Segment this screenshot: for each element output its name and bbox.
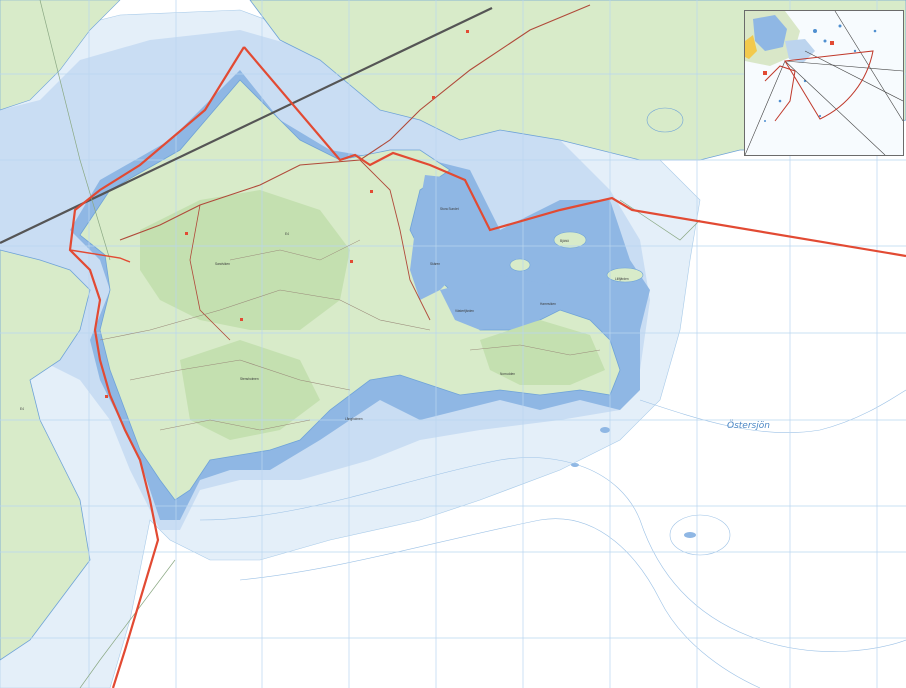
island bbox=[684, 532, 696, 538]
sea-name-label: Östersjön bbox=[727, 420, 770, 431]
road-number-label: E4 bbox=[20, 407, 24, 411]
inset-water bbox=[785, 39, 815, 63]
bay-water bbox=[410, 175, 490, 300]
land-northwest bbox=[0, 0, 121, 111]
overview-inset-map[interactable] bbox=[744, 10, 904, 156]
place-label: Norrudden bbox=[500, 372, 515, 376]
municipal-boundary bbox=[243, 46, 906, 258]
place-label: Långholmen bbox=[345, 417, 363, 421]
inset-map-svg bbox=[744, 10, 904, 156]
depth-contour bbox=[199, 457, 906, 652]
depth-contour bbox=[669, 514, 731, 556]
island bbox=[600, 427, 610, 433]
inset-highlight bbox=[745, 35, 757, 59]
inset-marker bbox=[763, 71, 767, 75]
inset-boundary bbox=[764, 65, 796, 122]
municipal-boundary bbox=[68, 46, 245, 688]
island bbox=[553, 231, 587, 249]
place-label: Björkö bbox=[560, 239, 569, 243]
place-label: Hamnviken bbox=[540, 302, 556, 306]
place-label: Lillfjärden bbox=[615, 277, 629, 281]
place-label: Västerfjärden bbox=[455, 309, 474, 313]
forest-area bbox=[480, 320, 605, 385]
place-label: Sandviken bbox=[215, 262, 230, 266]
road-number-label: E4 bbox=[285, 232, 289, 236]
forest-area bbox=[180, 340, 320, 440]
depth-contour bbox=[239, 518, 761, 688]
bay-water bbox=[440, 275, 560, 330]
place-label: Stora Sundet bbox=[440, 207, 459, 211]
inset-sector bbox=[784, 50, 874, 120]
municipal-boundary bbox=[69, 249, 131, 263]
place-label: Stensholmen bbox=[240, 377, 259, 381]
poi-markers bbox=[105, 30, 469, 398]
place-label: Skären bbox=[430, 262, 440, 266]
road-network bbox=[99, 4, 601, 431]
inset-islands bbox=[764, 24, 877, 122]
island bbox=[571, 463, 579, 467]
inset-water bbox=[753, 15, 787, 51]
island bbox=[606, 267, 644, 283]
inset-marker bbox=[830, 41, 834, 45]
forest-area bbox=[140, 190, 350, 330]
parish-boundary bbox=[39, 0, 701, 688]
depth-contour bbox=[639, 389, 906, 433]
island bbox=[646, 107, 684, 133]
island bbox=[509, 258, 531, 272]
